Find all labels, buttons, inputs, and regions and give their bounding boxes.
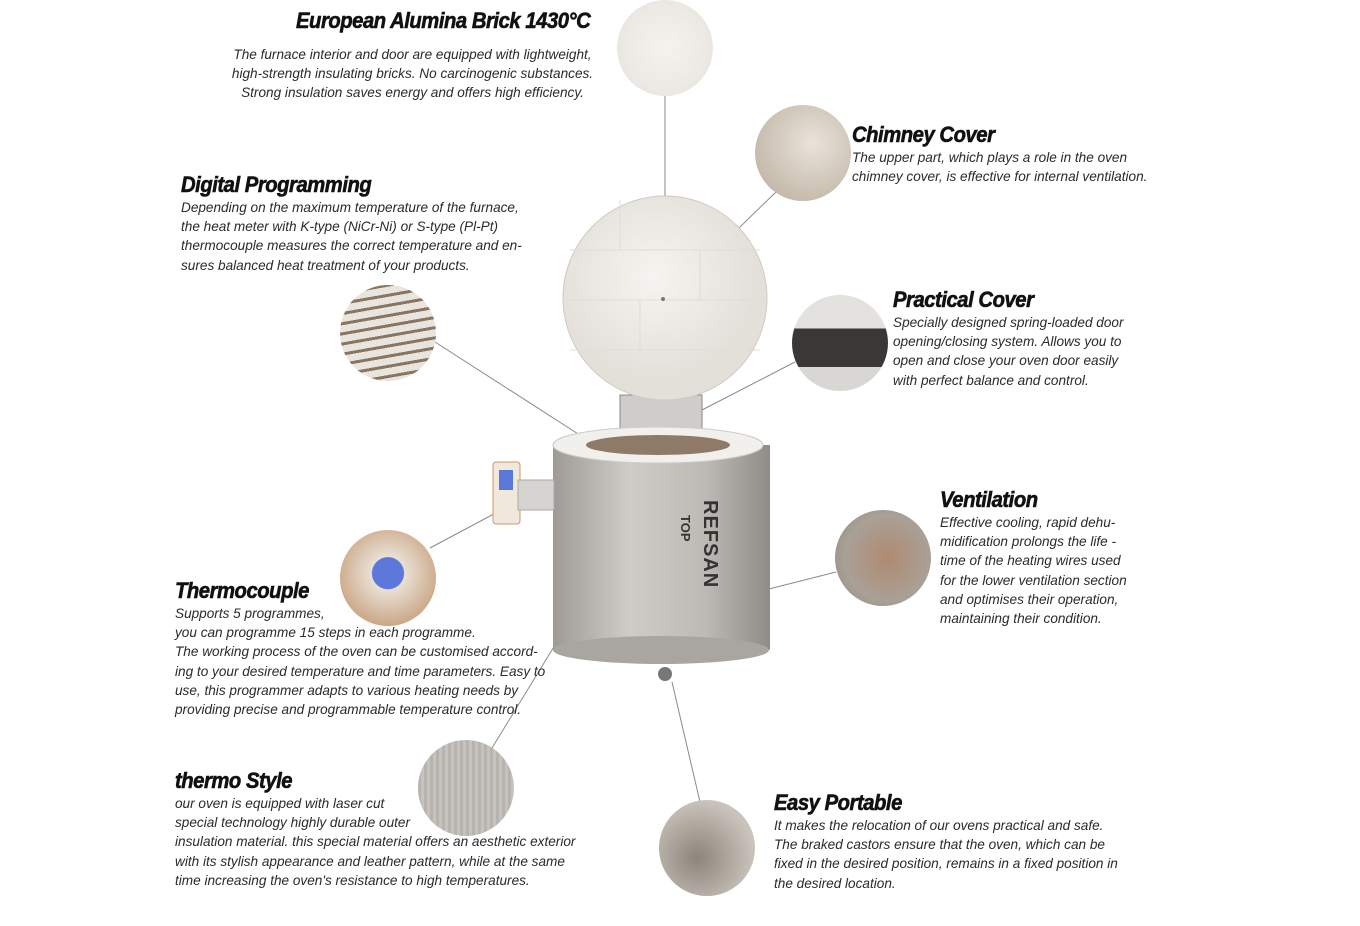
feature-title: Easy Portable [774, 790, 903, 816]
controller-screen [499, 470, 513, 490]
outer-material-detail-image [418, 740, 514, 836]
leader-line-style [491, 644, 556, 749]
feature-title: Thermocouple [175, 578, 310, 604]
oven-brand: REFSAN [699, 500, 721, 589]
feature-text: Effective cooling, rapid dehu- midificat… [940, 515, 1127, 627]
controller-detail-image [340, 530, 436, 626]
feature-title: European Alumina Brick 1430°C [296, 8, 591, 34]
heating-coil-detail-image [340, 285, 436, 381]
controller-bracket [517, 479, 555, 511]
feature-title: Chimney Cover [852, 122, 996, 148]
chimney-detail-image [755, 105, 851, 201]
oven-model: TOP [678, 515, 693, 542]
leader-line-portable [671, 681, 701, 803]
feature-text: The upper part, which plays a role in th… [852, 150, 1148, 185]
feature-title: Practical Cover [893, 287, 1034, 313]
feature-portable: Easy Portable It makes the relocation of… [774, 790, 1118, 893]
feature-brick: European Alumina Brick 1430°C [296, 8, 616, 34]
feature-style: thermo Style our oven is equipped with l… [175, 768, 576, 890]
feature-practical: Practical Cover Specially designed sprin… [893, 287, 1124, 390]
feature-thermocouple: Thermocouple Supports 5 programmes, you … [175, 578, 546, 719]
oven-body [553, 445, 770, 650]
feature-ventilation: Ventilation Effective cooling, rapid deh… [940, 487, 1127, 628]
oven-base [553, 636, 769, 664]
feature-title: Ventilation [940, 487, 1039, 513]
leader-line-digital [434, 341, 601, 449]
leader-line-practical [701, 361, 796, 411]
castor-wheel [658, 667, 672, 681]
oven-interior [586, 435, 730, 455]
feature-digital: Digital Programming Depending on the max… [181, 172, 522, 275]
door-bricks [565, 200, 765, 351]
feature-title: Digital Programming [181, 172, 372, 198]
castor-detail-image [659, 800, 755, 896]
feature-text: It makes the relocation of our ovens pra… [774, 818, 1118, 891]
feature-text: our oven is equipped with laser cut spec… [175, 796, 576, 888]
oven-door [562, 195, 768, 401]
brick-detail-image [617, 0, 713, 96]
feature-chimney: Chimney Cover The upper part, which play… [852, 122, 1148, 186]
feature-text: Depending on the maximum temperature of … [181, 200, 522, 273]
feature-text: The furnace interior and door are equipp… [231, 47, 594, 101]
leader-line-ventilation [764, 571, 837, 591]
feature-text: Supports 5 programmes, you can programme… [175, 606, 546, 718]
ventilation-detail-image [835, 510, 931, 606]
feature-title: thermo Style [175, 768, 293, 794]
feature-text: Specially designed spring-loaded door op… [893, 315, 1124, 388]
spring-door-detail-image [792, 295, 888, 391]
